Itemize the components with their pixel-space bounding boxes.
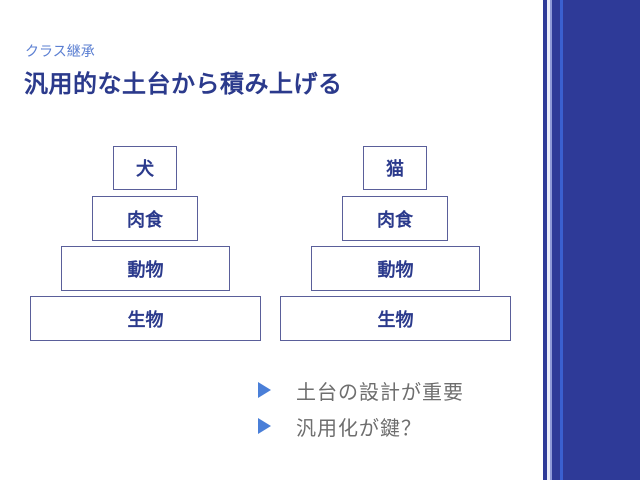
bullet-text: 土台の設計が重要 (296, 379, 464, 404)
pyramid-box-dog: 犬 (113, 146, 177, 190)
bullet-text: 汎用化が鍵？ (296, 415, 422, 440)
bullet-item: 汎用化が鍵？ (258, 408, 464, 444)
triangle-bullet-icon (258, 382, 271, 398)
pyramid-box-carnivore: 肉食 (92, 196, 198, 241)
sidebar-stripe-light (547, 0, 550, 480)
pyramid-box-animal: 動物 (61, 246, 230, 291)
slide-subtitle: クラス継承 (25, 44, 95, 60)
pyramid-box-animal: 動物 (311, 246, 480, 291)
sidebar-stripe-lavender (550, 0, 552, 480)
decorative-sidebar (543, 0, 640, 480)
pyramid-box-carnivore: 肉食 (342, 196, 448, 241)
bullet-item: 土台の設計が重要 (258, 372, 464, 408)
triangle-bullet-icon (258, 418, 271, 434)
pyramid-box-organism: 生物 (280, 296, 511, 341)
bullet-list: 土台の設計が重要 汎用化が鍵？ (258, 372, 464, 444)
slide-title: 汎用的な土台から積み上げる (24, 70, 343, 98)
pyramid-box-organism: 生物 (30, 296, 261, 341)
sidebar-stripe-bright (560, 0, 563, 480)
pyramid-box-cat: 猫 (363, 146, 427, 190)
